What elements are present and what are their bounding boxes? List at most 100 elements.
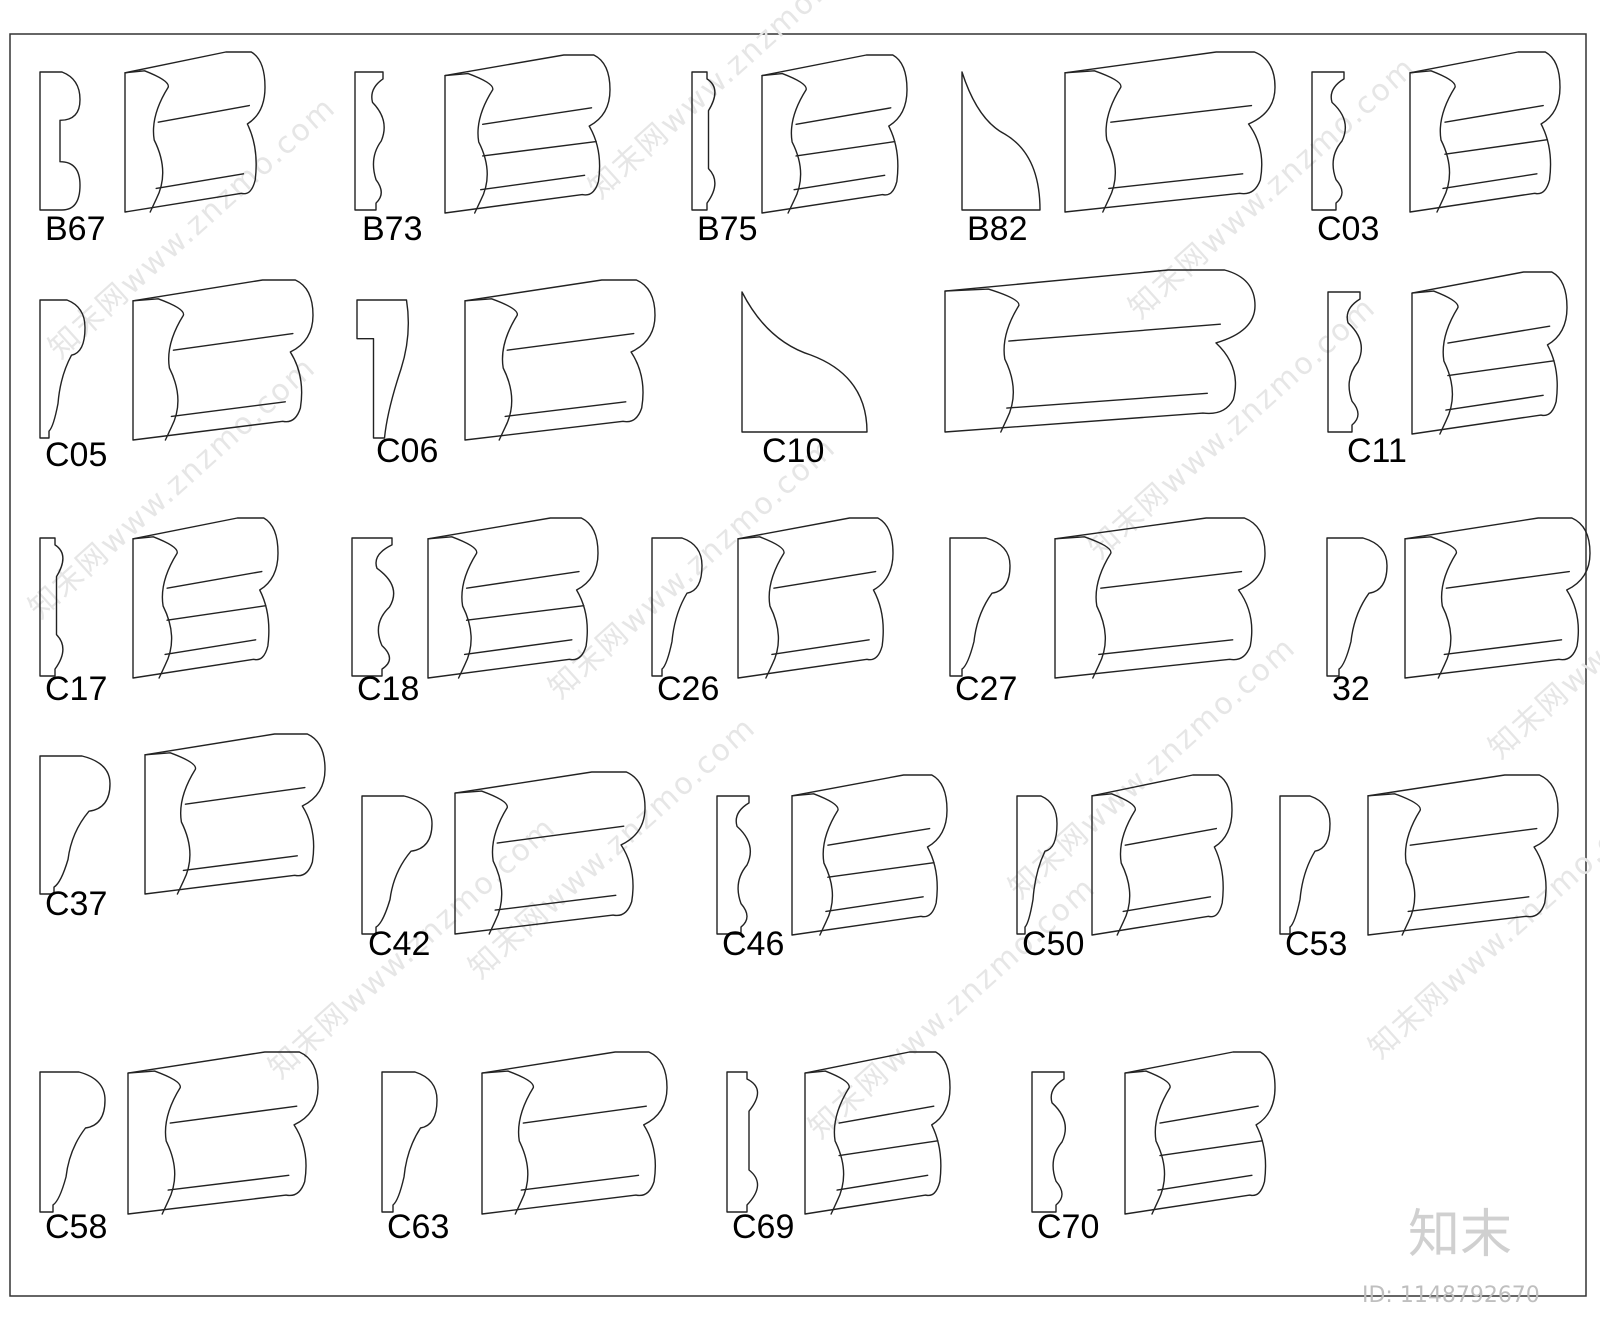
profile-section <box>39 71 81 211</box>
profile-code-label: B75 <box>697 210 758 248</box>
block-line <box>1445 394 1544 411</box>
block-line <box>804 1051 951 1215</box>
profile-c05: C05 <box>39 279 314 474</box>
block-line <box>1122 896 1212 913</box>
profile-section <box>961 71 1041 211</box>
block-line <box>827 827 931 846</box>
profile-c58: C58 <box>39 1051 319 1246</box>
block-line <box>464 298 518 441</box>
profile-32: 32 <box>1326 517 1591 708</box>
profile-section <box>1016 795 1058 935</box>
profile-b75: B75 <box>691 54 908 248</box>
block-line <box>170 401 286 418</box>
block-line <box>1091 793 1136 936</box>
block-line <box>1444 138 1549 155</box>
block-line <box>1444 104 1544 123</box>
profile-code-label: C70 <box>1037 1208 1099 1246</box>
block-line <box>157 104 251 123</box>
watermark-text: 知末网www.znzmo.com <box>1122 50 1423 326</box>
profile-section <box>651 537 703 677</box>
profile-section <box>716 795 751 935</box>
block-line <box>463 639 573 656</box>
watermark-brand: 知末 <box>1408 1205 1512 1265</box>
profile-section <box>39 299 86 439</box>
block-line <box>791 774 948 936</box>
profile-code-label: C06 <box>376 432 438 470</box>
block-line <box>481 1070 535 1215</box>
block-line <box>1445 570 1570 589</box>
block-line <box>1124 1070 1171 1215</box>
profile-block <box>1124 1051 1276 1215</box>
block-line <box>804 1070 850 1215</box>
block-line <box>127 1070 181 1215</box>
block-line <box>465 570 580 589</box>
profile-block <box>124 51 266 213</box>
profile-c42: C42 <box>361 771 646 963</box>
profile-code-label: C26 <box>657 670 719 708</box>
profile-c18: C18 <box>351 517 599 708</box>
block-line <box>1098 639 1234 656</box>
profile-c69: C69 <box>726 1051 951 1246</box>
block-line <box>427 517 599 679</box>
block-line <box>427 536 478 679</box>
profile-block <box>791 774 948 936</box>
block-line <box>482 140 597 157</box>
block-line <box>1367 793 1421 936</box>
block-line <box>825 896 924 913</box>
watermark-text: 知末网www.znzmo.com <box>1482 490 1600 766</box>
profile-block <box>144 733 326 895</box>
block-line <box>444 72 494 214</box>
profile-code-label: C17 <box>45 670 107 708</box>
block-line <box>761 54 908 214</box>
profile-c03: C03 <box>1311 51 1561 248</box>
profile-c50: C50 <box>1016 774 1233 963</box>
block-line <box>1447 360 1555 377</box>
block-line <box>164 639 257 656</box>
profile-section <box>356 299 410 439</box>
block-line <box>1442 173 1538 190</box>
block-line <box>1407 896 1530 913</box>
profile-block <box>1091 774 1233 936</box>
profile-code-label: C11 <box>1347 432 1407 470</box>
block-line <box>1411 290 1459 435</box>
block-line <box>793 174 886 191</box>
profile-code-label: 32 <box>1332 670 1370 708</box>
block-line <box>144 733 326 895</box>
block-line <box>444 54 611 214</box>
profile-block <box>1411 271 1568 435</box>
profile-code-label: B67 <box>45 210 106 248</box>
profile-block <box>454 771 646 935</box>
block-line <box>795 107 892 125</box>
block-line <box>504 401 627 418</box>
profile-section <box>351 537 395 677</box>
block-line <box>522 1105 647 1124</box>
profile-c17: C17 <box>39 517 279 708</box>
block-line <box>1054 536 1112 679</box>
profile-code-label: C03 <box>1317 210 1379 248</box>
block-line <box>737 536 785 679</box>
profile-block <box>1064 51 1276 213</box>
profile-c10: C10 <box>741 269 1256 470</box>
profile-c11: C11 <box>1327 271 1568 470</box>
profile-block <box>132 279 314 441</box>
block-line <box>1091 774 1233 936</box>
profile-c27: C27 <box>949 517 1266 708</box>
profile-block <box>481 1051 668 1215</box>
block-line <box>480 174 586 191</box>
profile-code-label: C37 <box>45 885 107 923</box>
block-line <box>1409 70 1456 213</box>
block-line <box>1064 51 1276 213</box>
block-line <box>132 298 185 441</box>
block-line <box>1404 536 1458 679</box>
profile-section <box>39 1071 106 1213</box>
profile-code-label: B73 <box>362 210 423 248</box>
profile-c37: C37 <box>39 733 326 923</box>
block-line <box>482 107 593 125</box>
block-line <box>836 1174 929 1191</box>
profile-code-label: C18 <box>357 670 419 708</box>
block-line <box>454 771 646 935</box>
watermark-text: 知末网www.znzmo.com <box>22 350 323 626</box>
block-line <box>944 288 1020 433</box>
block-line <box>1157 1174 1253 1191</box>
